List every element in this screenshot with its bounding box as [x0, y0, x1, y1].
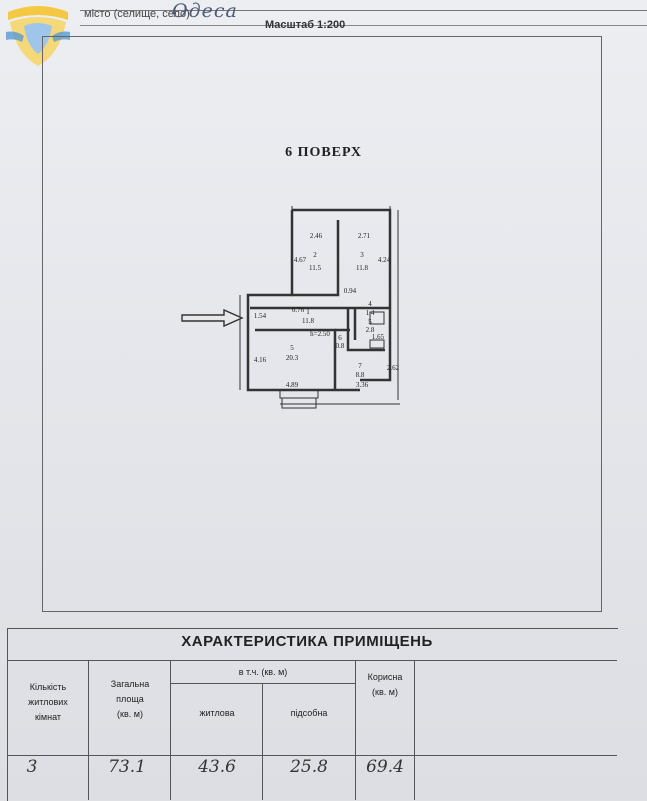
- dimension-label: 3.36: [356, 381, 369, 389]
- header-line: кімнат: [34, 712, 62, 722]
- dimension-label: 2.62: [387, 364, 400, 372]
- plan-frame: [42, 36, 602, 612]
- dimension-label: h=2.50: [310, 330, 330, 338]
- room-area: 0.8: [336, 342, 345, 350]
- dimension-label: 2.71: [358, 232, 371, 240]
- room-area: 1.4: [366, 309, 375, 317]
- room-area: 8.8: [356, 371, 365, 379]
- value-total-area: 73.1: [108, 757, 146, 777]
- header-rule: [80, 25, 647, 26]
- header-line: Загальна: [110, 679, 150, 689]
- table-rule: [7, 755, 617, 756]
- table-rule: [170, 660, 171, 800]
- header-auxiliary: підсобна: [290, 708, 328, 718]
- header-line: (кв. м): [372, 687, 398, 697]
- room-number: 7: [358, 362, 362, 370]
- value-living-area: 43.6: [198, 757, 236, 777]
- room-number: 5: [368, 318, 372, 326]
- entrance-arrow-icon: [181, 308, 244, 328]
- scale-label: Масштаб 1:200: [265, 19, 346, 31]
- header-total-area: Загальна площа (кв. м): [90, 677, 170, 722]
- characteristics-table: [7, 628, 618, 801]
- room-number: 1: [306, 308, 310, 316]
- table-rule: [414, 660, 415, 800]
- dimension-label: 4.89: [286, 381, 299, 389]
- room-number: 6: [338, 334, 342, 342]
- room-number: 2: [313, 251, 317, 259]
- room-number: 5: [290, 344, 294, 352]
- room-area: 2.8: [366, 326, 375, 334]
- value-auxiliary-area: 25.8: [290, 757, 328, 777]
- city-caption: місто (селище, село): [84, 8, 190, 20]
- dimension-label: 6.76: [292, 306, 305, 314]
- header-rooms: Кількість житлових кімнат: [10, 680, 86, 725]
- header-line: (кв. м): [117, 709, 143, 719]
- header-living: житлова: [199, 708, 235, 718]
- table-rule: [262, 683, 263, 800]
- dimension-label: 4.67: [294, 256, 307, 264]
- floor-title: 6 ПОВЕРХ: [285, 145, 362, 160]
- table-rule: [88, 660, 89, 800]
- header-rule: [80, 10, 647, 11]
- value-rooms: 3: [26, 757, 38, 777]
- room-area: 20.3: [286, 354, 299, 362]
- table-title: ХАРАКТЕРИСТИКА ПРИМІЩЕНЬ: [181, 633, 433, 650]
- header-line: Корисна: [367, 672, 403, 682]
- floor-plan: 2.46 2.71 4.67 4.24 0.94 6.76 1.54 h=2.5…: [239, 206, 400, 409]
- header-line: житлових: [28, 697, 68, 707]
- dimension-label: 1.54: [254, 312, 267, 320]
- dimension-label: 4.16: [254, 356, 267, 364]
- dimension-label: 1.65: [372, 333, 385, 341]
- room-area: 11.5: [309, 264, 321, 272]
- dimension-label: 0.94: [344, 287, 357, 295]
- value-useful-area: 69.4: [366, 757, 404, 777]
- room-number: 3: [360, 251, 364, 259]
- city-handwritten: Одеса: [172, 0, 238, 22]
- room-area: 11.8: [302, 317, 314, 325]
- agency-logo: [6, 6, 70, 66]
- dimension-label: 2.46: [310, 232, 323, 240]
- room-number: 4: [368, 300, 372, 308]
- table-rule: [355, 660, 356, 800]
- header-useful: Корисна (кв. м): [356, 670, 414, 700]
- dimension-label: 4.24: [378, 256, 391, 264]
- table-rule: [7, 660, 617, 661]
- header-line: Кількість: [29, 682, 67, 692]
- header-including: в т.ч. (кв. м): [238, 667, 288, 677]
- header-line: площа: [116, 694, 144, 704]
- room-area: 11.8: [356, 264, 368, 272]
